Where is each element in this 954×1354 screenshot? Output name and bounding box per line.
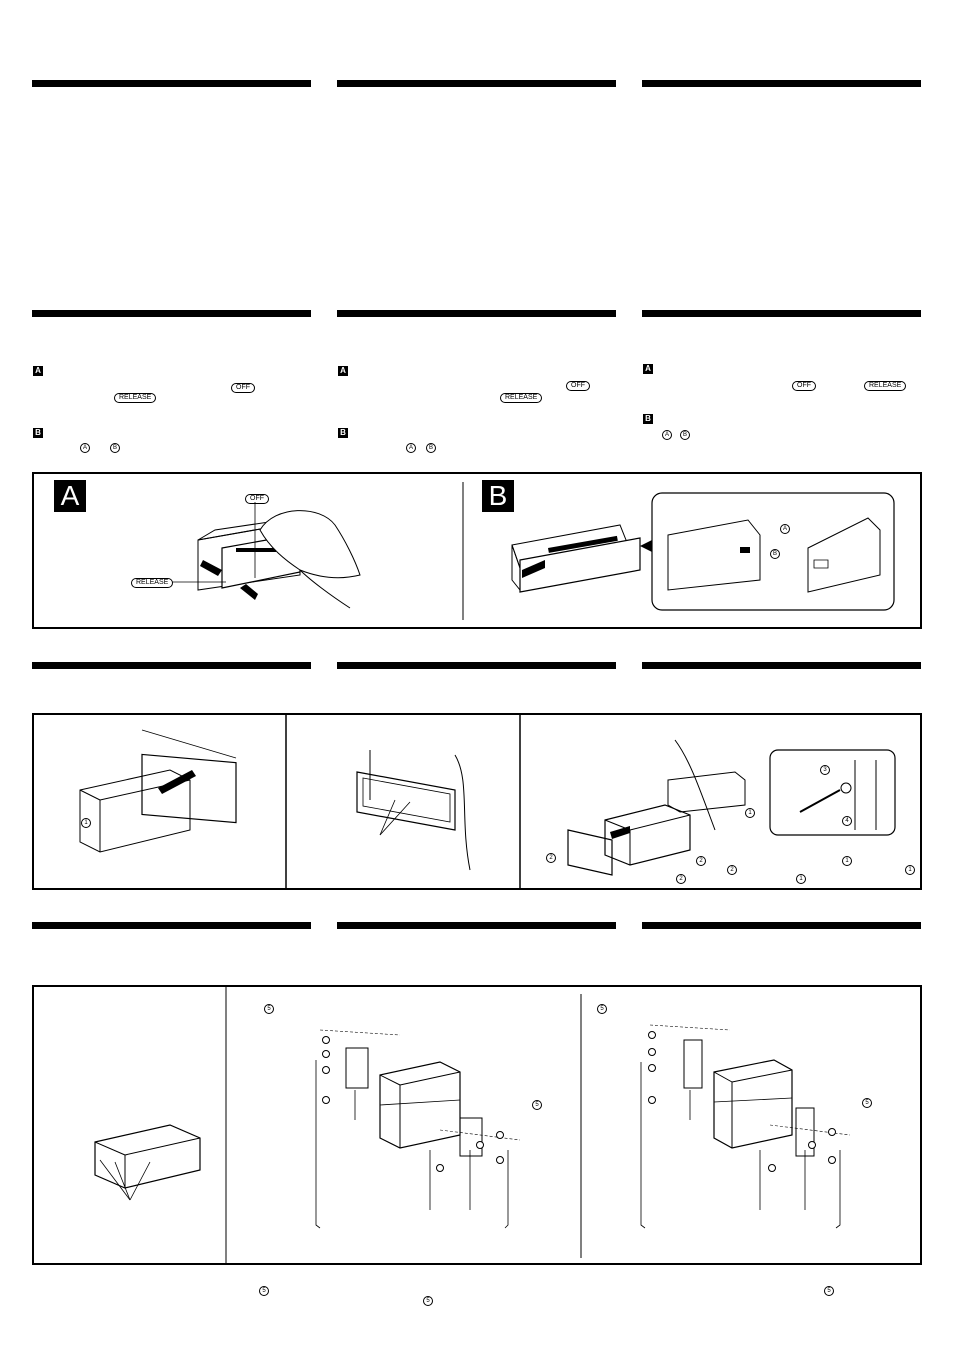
circled-b-zoom: B (770, 549, 780, 559)
release-callout: RELEASE (131, 578, 174, 588)
part-4-label: 4 (842, 816, 852, 826)
part-2-label: 2 (546, 853, 556, 863)
step-marker-a: A (643, 364, 653, 374)
part-5-label: 5 (264, 1004, 274, 1014)
section-rule (337, 80, 616, 87)
part-1-label: 1 (745, 808, 755, 818)
section-rule (642, 80, 921, 87)
figure-bracket-mounting (32, 985, 922, 1265)
circled-b: B (110, 443, 120, 453)
circled-a: A (662, 430, 672, 440)
release-button-label: RELEASE (114, 393, 157, 403)
off-callout: OFF (245, 494, 269, 504)
off-button-label: OFF (566, 381, 590, 391)
release-button-label: RELEASE (500, 393, 543, 403)
part-5-label: 5 (862, 1098, 872, 1108)
section-rule (32, 80, 311, 87)
section-rule (642, 922, 921, 929)
footnote-ref-5: 5 (423, 1296, 433, 1306)
section-rule (642, 662, 921, 669)
part-1-label: 1 (81, 818, 91, 828)
ref-2: 2 (727, 865, 737, 875)
circled-a: A (80, 443, 90, 453)
footnote-ref-5: 5 (259, 1286, 269, 1296)
step-marker-a: A (338, 366, 348, 376)
figure-installation (32, 713, 922, 890)
ref-1: 1 (905, 865, 915, 875)
step-marker-b: B (33, 428, 43, 438)
section-rule (642, 310, 921, 317)
ref-1: 1 (842, 856, 852, 866)
section-rule (337, 662, 616, 669)
section-rule (337, 922, 616, 929)
release-button-label: RELEASE (864, 381, 907, 391)
footnote-ref-5: 5 (824, 1286, 834, 1296)
part-5-label: 5 (532, 1100, 542, 1110)
figure-label-b: B (482, 480, 514, 512)
off-button-label: OFF (792, 381, 816, 391)
figure-faceplate (32, 472, 922, 629)
section-rule (337, 310, 616, 317)
section-rule (32, 310, 311, 317)
ref-1: 1 (796, 874, 806, 884)
ref-2: 2 (676, 874, 686, 884)
step-marker-b: B (338, 428, 348, 438)
circled-b: B (426, 443, 436, 453)
circled-a-zoom: A (780, 524, 790, 534)
step-marker-b: B (643, 414, 653, 424)
circled-a: A (406, 443, 416, 453)
section-rule (32, 662, 311, 669)
ref-2: 2 (696, 856, 706, 866)
part-3-label: 3 (820, 765, 830, 775)
section-rule (32, 922, 311, 929)
part-5-label: 5 (597, 1004, 607, 1014)
figure-label-a: A (54, 480, 86, 512)
off-button-label: OFF (231, 383, 255, 393)
step-marker-a: A (33, 366, 43, 376)
circled-b: B (680, 430, 690, 440)
